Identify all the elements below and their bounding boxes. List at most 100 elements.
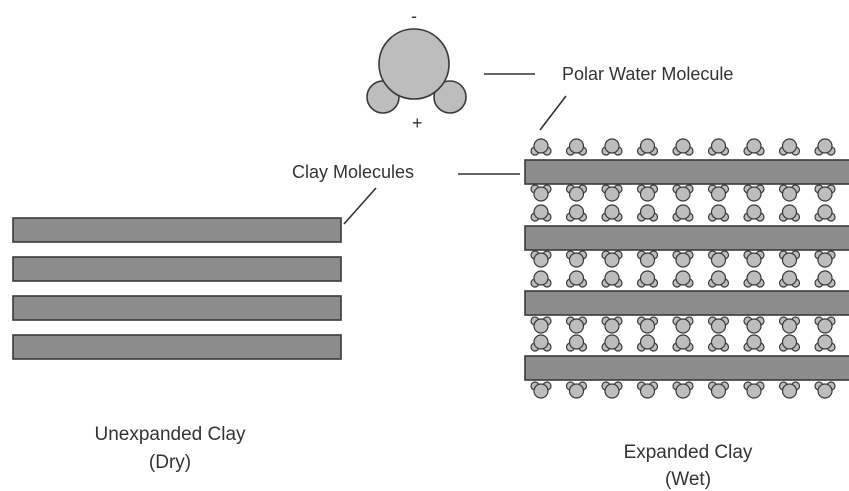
positive-charge-sign: + — [412, 113, 423, 133]
oxygen-atom-small — [570, 205, 584, 219]
water-molecule-small — [744, 185, 764, 201]
dry-clay-layer — [13, 257, 341, 281]
oxygen-atom-small — [818, 271, 832, 285]
expanded-clay-caption: Expanded Clay — [624, 442, 753, 463]
oxygen-atom — [379, 29, 449, 99]
water-molecule-small — [602, 205, 622, 221]
water-molecule-small — [673, 205, 693, 221]
oxygen-atom-small — [783, 384, 797, 398]
wet-clay-layer — [525, 226, 849, 250]
oxygen-atom-small — [783, 335, 797, 349]
water-molecule-small — [602, 185, 622, 201]
dry-clay-layer — [13, 218, 341, 242]
oxygen-atom-small — [641, 187, 655, 201]
unexpanded-clay-stack — [13, 218, 341, 359]
water-molecule-small — [567, 271, 587, 287]
water-molecule-small — [567, 317, 587, 333]
water-molecule-small — [709, 271, 729, 287]
water-molecule-small — [602, 251, 622, 267]
oxygen-atom-small — [676, 335, 690, 349]
oxygen-atom-small — [783, 139, 797, 153]
water-molecule-small — [531, 382, 551, 398]
oxygen-atom-small — [605, 335, 619, 349]
water-molecule-small — [638, 139, 658, 155]
water-molecule-small — [673, 382, 693, 398]
water-molecule-small — [780, 335, 800, 351]
oxygen-atom-small — [747, 319, 761, 333]
water-molecule-large: - + — [367, 6, 466, 133]
water-molecule-small — [638, 335, 658, 351]
oxygen-atom-small — [534, 335, 548, 349]
water-molecule-small — [531, 139, 551, 155]
water-molecule-small — [744, 139, 764, 155]
oxygen-atom-small — [818, 253, 832, 267]
oxygen-atom-small — [641, 384, 655, 398]
water-molecule-small — [673, 251, 693, 267]
negative-charge-sign: - — [411, 6, 417, 26]
water-molecule-small — [744, 251, 764, 267]
water-molecule-small — [709, 185, 729, 201]
oxygen-atom-small — [605, 384, 619, 398]
oxygen-atom-small — [605, 139, 619, 153]
oxygen-atom-small — [534, 319, 548, 333]
oxygen-atom-small — [570, 319, 584, 333]
oxygen-atom-small — [534, 271, 548, 285]
oxygen-atom-small — [534, 187, 548, 201]
clay-leader-left — [344, 188, 376, 224]
oxygen-atom-small — [712, 384, 726, 398]
oxygen-atom-small — [712, 253, 726, 267]
water-molecule-small — [673, 139, 693, 155]
water-molecule-small — [602, 335, 622, 351]
water-molecule-small — [815, 185, 835, 201]
water-molecule-small — [638, 205, 658, 221]
water-molecule-small — [638, 185, 658, 201]
oxygen-atom-small — [605, 253, 619, 267]
water-molecule-small — [744, 317, 764, 333]
oxygen-atom-small — [570, 139, 584, 153]
oxygen-atom-small — [747, 139, 761, 153]
water-molecule-small — [567, 185, 587, 201]
oxygen-atom-small — [676, 205, 690, 219]
water-molecule-small — [780, 271, 800, 287]
water-molecule-small — [602, 317, 622, 333]
water-molecule-small — [744, 382, 764, 398]
oxygen-atom-small — [605, 187, 619, 201]
water-molecule-small — [673, 271, 693, 287]
oxygen-atom-small — [570, 335, 584, 349]
oxygen-atom-small — [818, 384, 832, 398]
water-molecule-small — [815, 317, 835, 333]
oxygen-atom-small — [747, 205, 761, 219]
water-molecule-small — [531, 271, 551, 287]
water-molecule-small — [815, 335, 835, 351]
water-molecule-small — [638, 382, 658, 398]
expanded-clay-stack — [525, 139, 849, 398]
water-molecule-small — [673, 317, 693, 333]
water-molecule-small — [709, 205, 729, 221]
oxygen-atom-small — [605, 319, 619, 333]
wet-clay-layer — [525, 356, 849, 380]
clay-molecules-label: Clay Molecules — [292, 162, 414, 182]
oxygen-atom-small — [747, 253, 761, 267]
water-molecule-label: Polar Water Molecule — [562, 64, 733, 84]
oxygen-atom-small — [712, 271, 726, 285]
oxygen-atom-small — [570, 271, 584, 285]
oxygen-atom-small — [676, 187, 690, 201]
oxygen-atom-small — [712, 139, 726, 153]
oxygen-atom-small — [676, 139, 690, 153]
oxygen-atom-small — [676, 271, 690, 285]
oxygen-atom-small — [818, 319, 832, 333]
water-molecule-small — [602, 139, 622, 155]
water-molecule-small — [531, 251, 551, 267]
water-molecule-small — [567, 139, 587, 155]
oxygen-atom-small — [783, 271, 797, 285]
dry-clay-layer — [13, 296, 341, 320]
water-molecule-small — [780, 185, 800, 201]
water-molecule-leader-diagonal — [540, 96, 566, 130]
oxygen-atom-small — [570, 187, 584, 201]
water-molecule-small — [709, 382, 729, 398]
oxygen-atom-small — [641, 139, 655, 153]
water-molecule-small — [815, 139, 835, 155]
oxygen-atom-small — [712, 319, 726, 333]
wet-clay-layer — [525, 291, 849, 315]
